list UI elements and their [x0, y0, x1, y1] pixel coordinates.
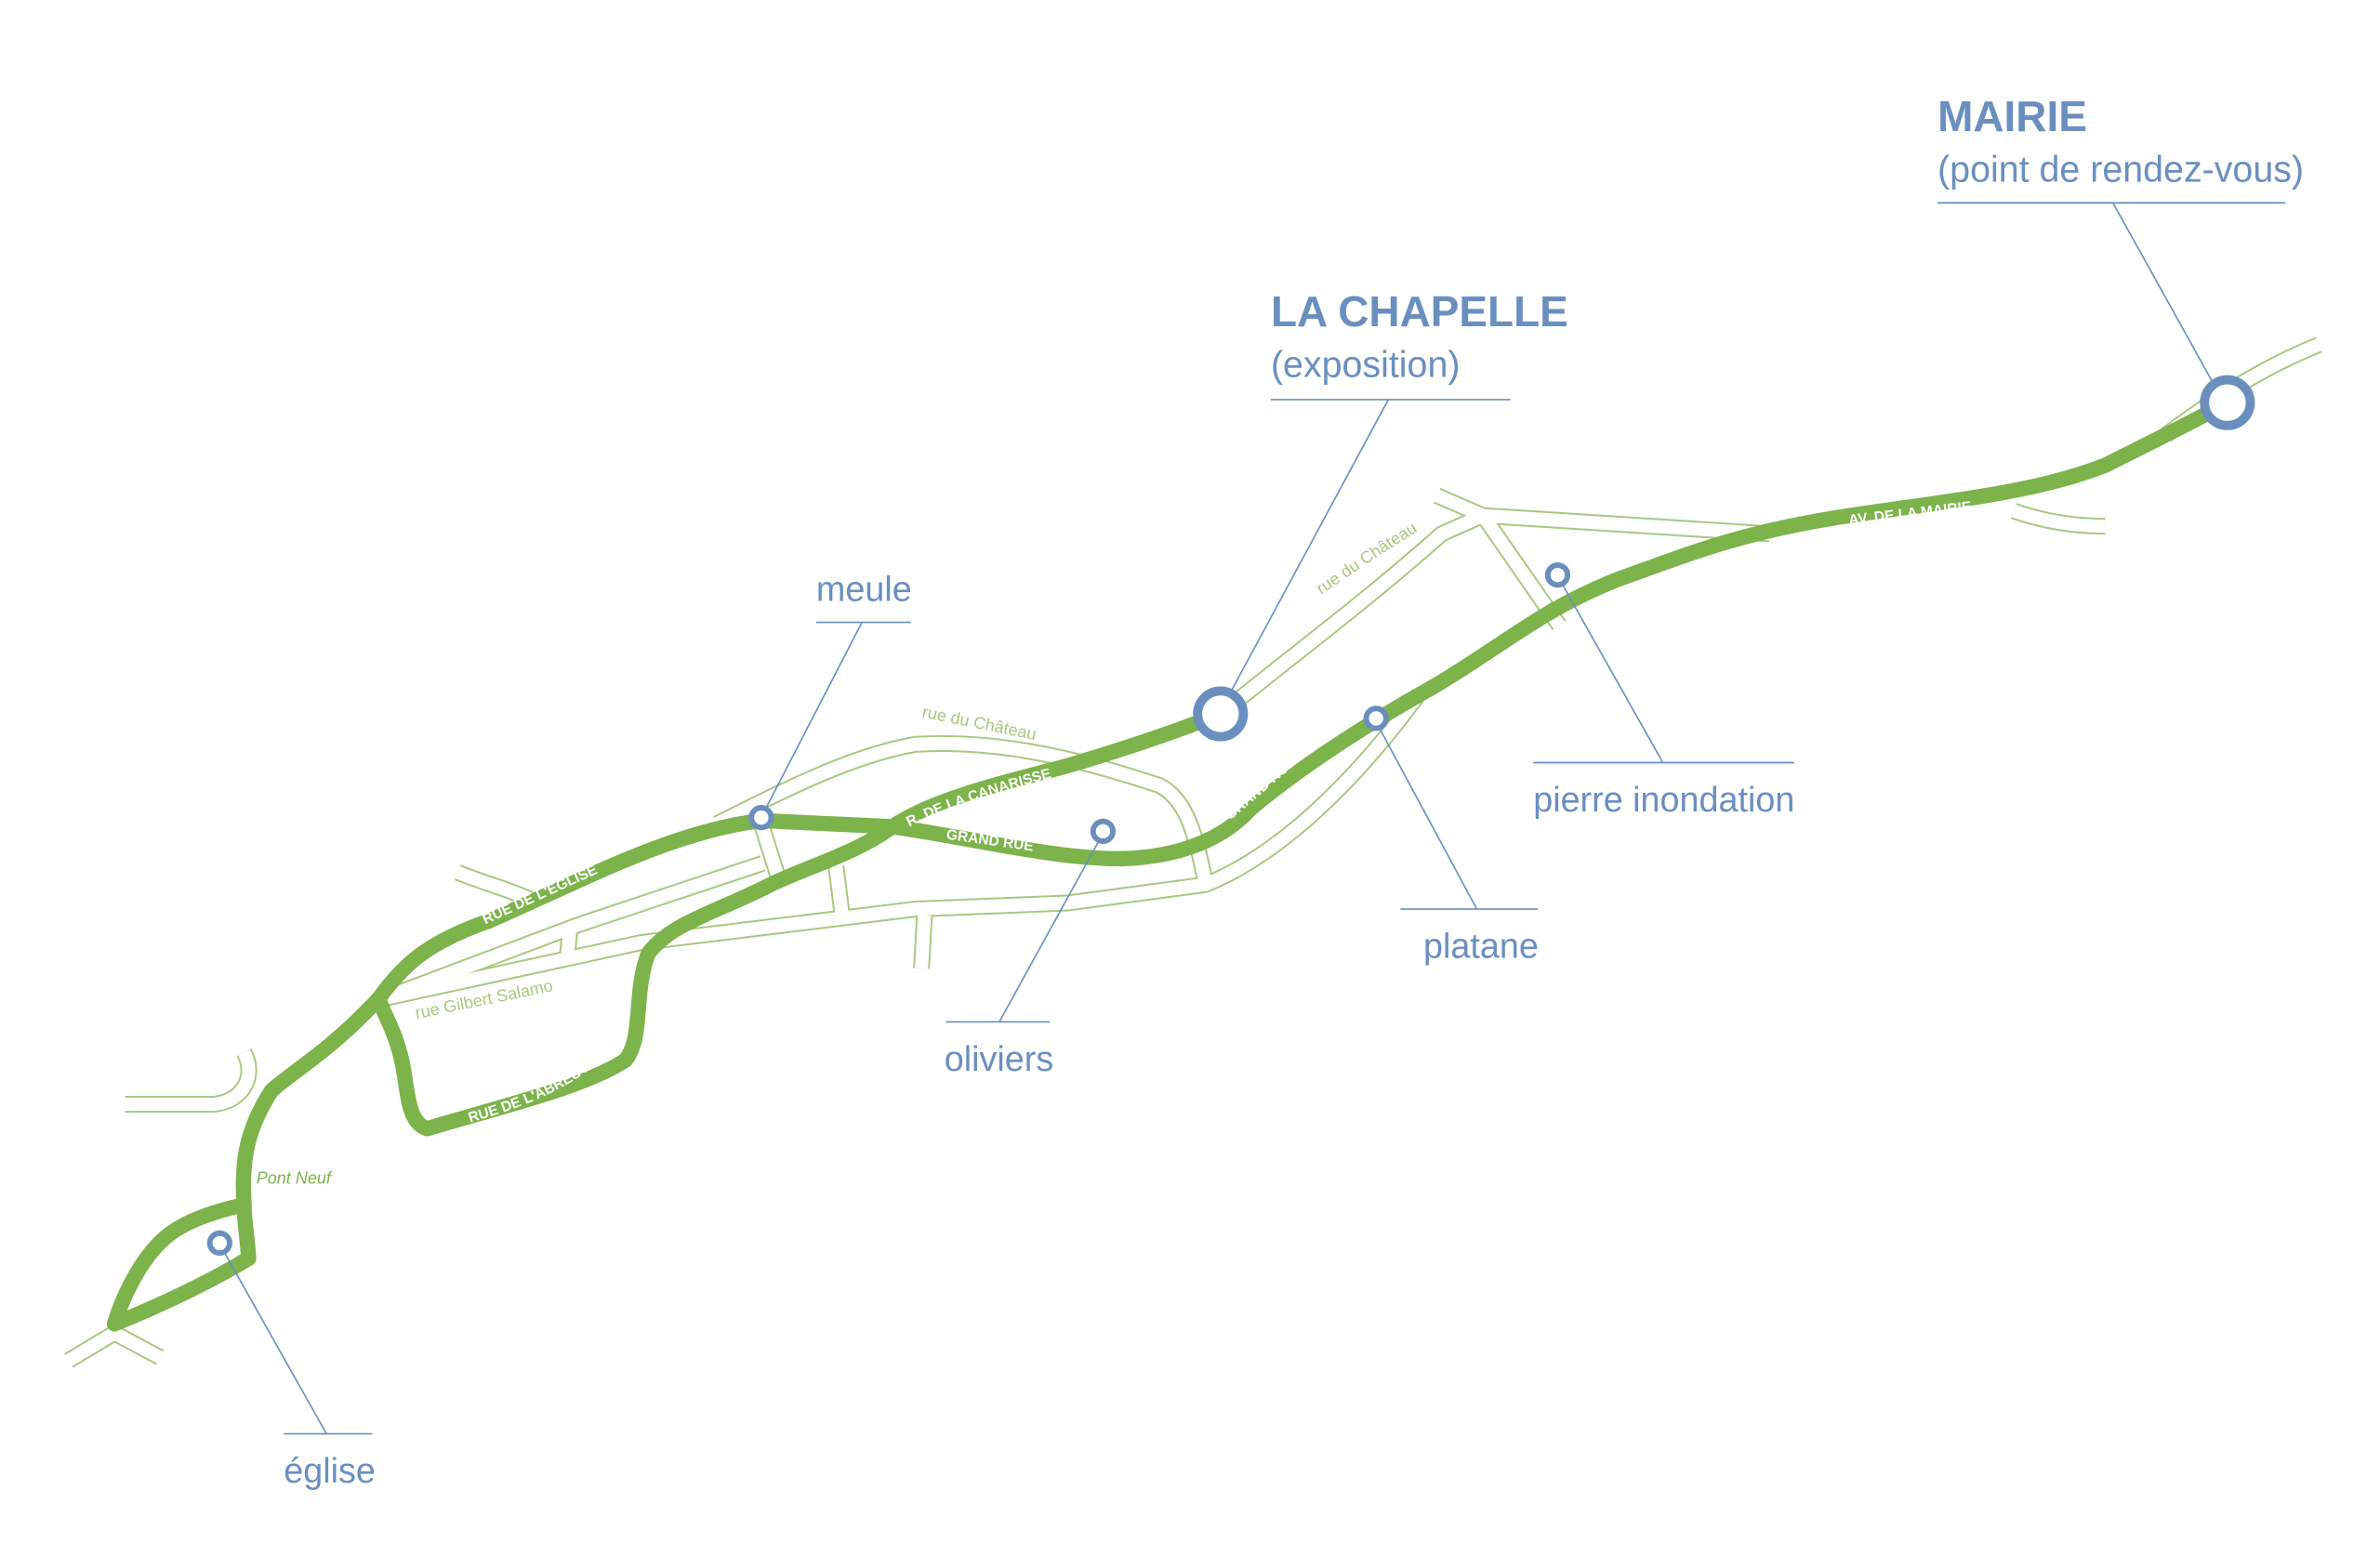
- route-main: [235, 395, 2236, 1213]
- route-canarisse-abreuvoir: [370, 705, 1229, 1137]
- poi-label-platane: platane: [1423, 927, 1539, 966]
- poi-marker-platane[interactable]: [1363, 705, 1389, 731]
- walking-route: [106, 395, 2236, 1332]
- street-label-pont-neuf: Pont Neuf: [257, 1168, 333, 1187]
- leader-lines: [223, 202, 2286, 1435]
- poi-title-chapelle: LA CHAPELLE: [1271, 287, 1568, 336]
- poi-marker-pierre-inondation[interactable]: [1544, 562, 1571, 588]
- route-loop-eglise: [106, 1197, 257, 1332]
- poi-marker-oliviers[interactable]: [1090, 818, 1117, 844]
- poi-subtitle-mairie: (point de rendez-vous): [1937, 149, 2304, 190]
- secondary-streets: [64, 336, 2322, 1368]
- route-label-canarisse: R. DE LA CANARISSE: [904, 766, 1052, 830]
- poi-marker-meule[interactable]: [748, 804, 774, 831]
- poi-title-mairie: MAIRIE: [1937, 92, 2087, 140]
- poi-label-pierre-inondation: pierre inondation: [1533, 780, 1794, 819]
- poi-subtitle-chapelle: (exposition): [1271, 344, 1461, 385]
- poi-marker-eglise[interactable]: [206, 1230, 232, 1257]
- poi-label-oliviers: oliviers: [945, 1039, 1053, 1078]
- poi-marker-mairie[interactable]: [2200, 375, 2255, 430]
- poi-marker-chapelle[interactable]: [1193, 686, 1249, 742]
- poi-label-eglise: église: [284, 1451, 376, 1490]
- poi-label-meule: meule: [816, 570, 912, 609]
